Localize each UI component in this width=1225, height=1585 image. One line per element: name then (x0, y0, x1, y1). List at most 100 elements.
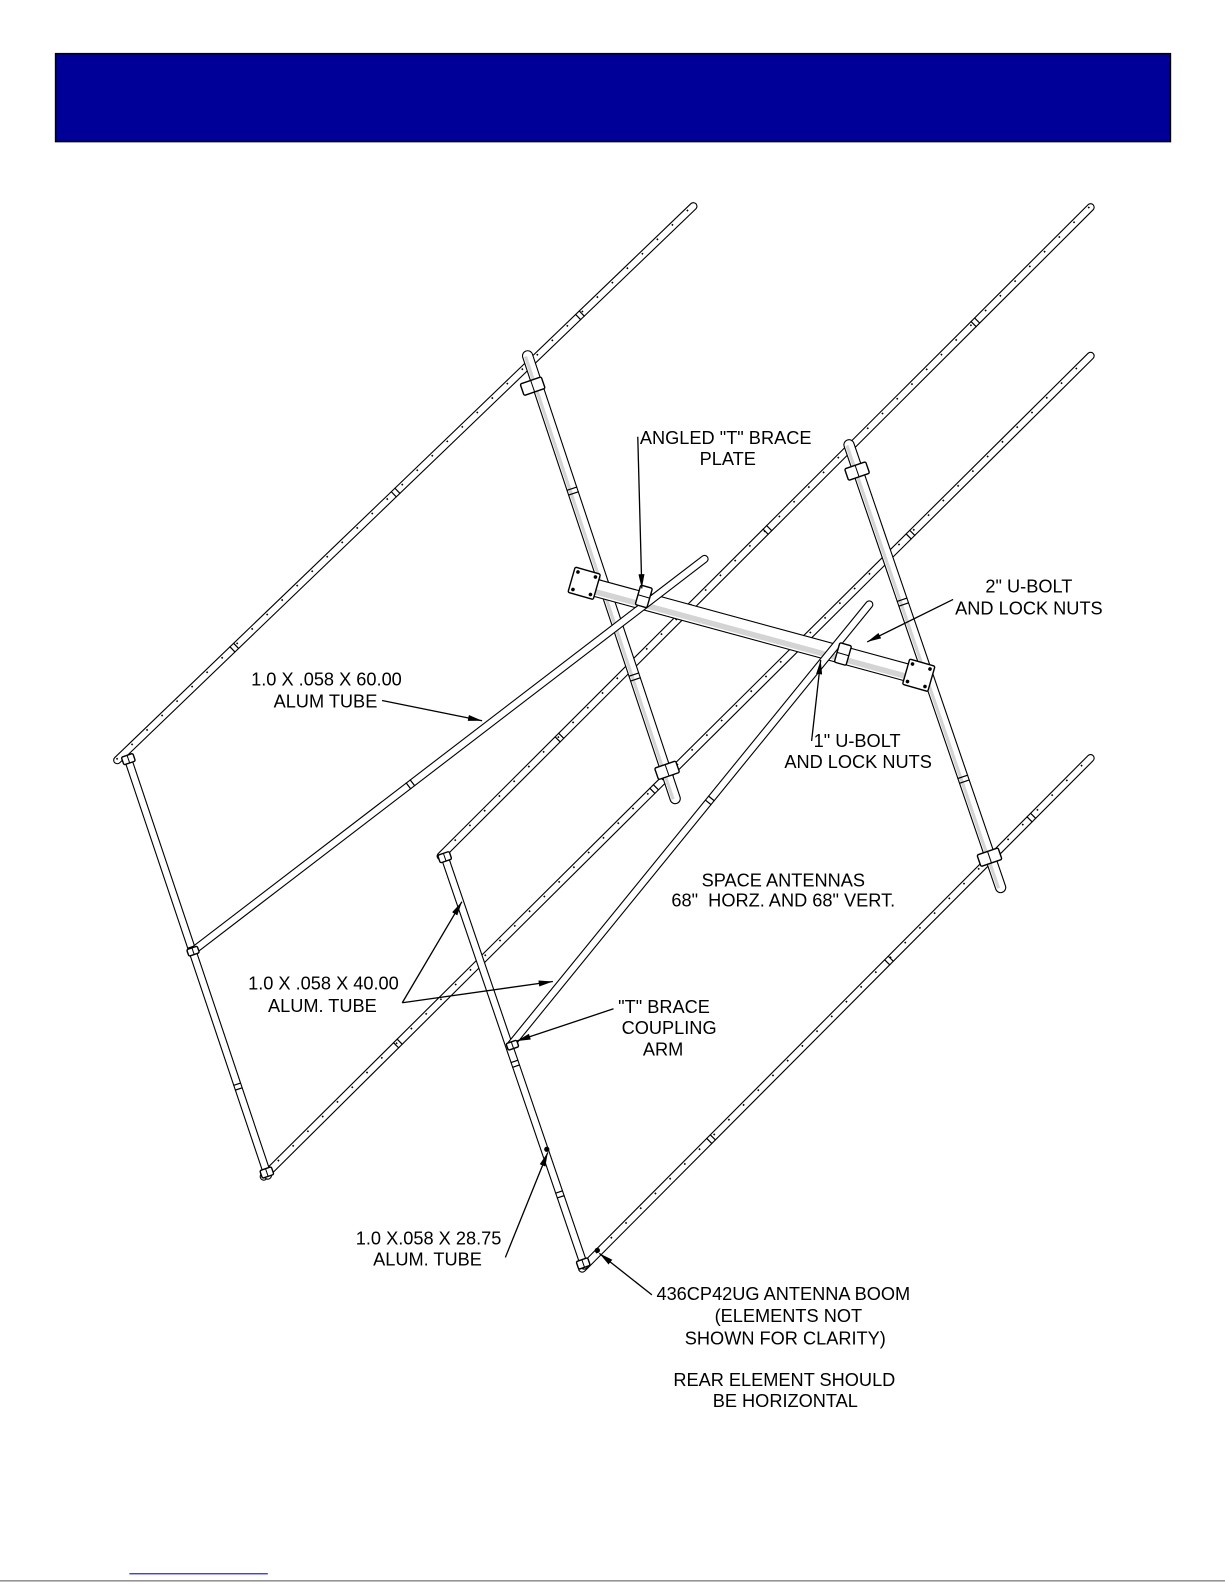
label-line: BE HORIZONTAL (713, 1391, 858, 1411)
tube-joint (232, 642, 240, 650)
tube-joint (628, 672, 640, 677)
tube-joint (394, 487, 401, 495)
label-tube-40: 1.0 X .058 X 40.00 ALUM. TUBE (248, 974, 399, 1016)
mast-frame-left (124, 756, 272, 1180)
label-1in-u-bolt: 1" U-BOLT AND LOCK NUTS (784, 731, 932, 772)
tube-joint (578, 310, 586, 317)
tube-joint (898, 602, 910, 607)
boom-mast-clamp-upper-right (844, 461, 870, 481)
angled-t-brace-plate (634, 584, 653, 609)
clamp-seam (637, 594, 650, 599)
tube-joint (557, 732, 565, 740)
tube-joint (1026, 816, 1033, 823)
header-bar (54, 52, 1172, 143)
tube-joint (234, 1087, 243, 1091)
tube-joint (574, 313, 582, 321)
tube-joint (392, 1041, 400, 1049)
crossarm-plate-right (902, 658, 936, 692)
clamp-seam (442, 853, 447, 862)
tube-joint (229, 646, 236, 653)
tube-joint (556, 1194, 565, 1199)
clamp-body (567, 566, 601, 600)
label-line: PLATE (700, 449, 756, 469)
leader-1in-u-bolt (810, 660, 823, 742)
label-line: (ELEMENTS NOT (715, 1306, 863, 1326)
clamp-seam (581, 1259, 585, 1268)
tube-joint (396, 1038, 403, 1045)
tube-joint (709, 1134, 717, 1141)
label-antenna-spacing: SPACE ANTENNAS 68" HORZ. AND 68" VERT. (671, 870, 895, 910)
boom-upper-right (436, 203, 1095, 861)
clamp-seam (854, 465, 860, 477)
leader-tube-28-75 (504, 1152, 549, 1258)
label-line: SPACE ANTENNAS (702, 870, 865, 890)
label-line: ALUM. TUBE (373, 1250, 482, 1270)
clamp-seam (191, 947, 195, 955)
tube-joint (512, 1064, 521, 1069)
tube-joint (762, 528, 769, 536)
brace-tube-40 (507, 600, 874, 1049)
clamp-body (902, 658, 936, 692)
tube-body (191, 555, 708, 954)
t-brace-coupling-right (505, 1039, 520, 1051)
tube-joint (390, 490, 398, 498)
tube-body (579, 755, 1094, 1272)
label-line: COUPLING (622, 1018, 717, 1038)
tube-joint (629, 677, 641, 682)
antenna-stacking-frame-drawing (113, 202, 1095, 1273)
tube-joint (704, 799, 712, 806)
end-clamp-lower-right (575, 1257, 591, 1270)
label-line: 68" HORZ. AND 68" VERT. (671, 891, 895, 911)
leader-2in-u-bolt (866, 598, 954, 643)
end-clamp-lower-left (259, 1166, 275, 1179)
tube-joint (1029, 812, 1037, 820)
end-clamp-upper-left (121, 753, 136, 766)
clamp-seam (265, 1168, 269, 1177)
label-line: ALUM TUBE (274, 692, 378, 712)
mast-frame-right (440, 853, 589, 1270)
label-line: "T" BRACE (618, 997, 710, 1017)
tube-joint (958, 779, 970, 784)
callout-leaders (381, 436, 954, 1296)
label-antenna-boom: 436CP42UG ANTENNA BOOM (ELEMENTS NOT SHO… (656, 1284, 910, 1348)
tube-joint (705, 1137, 713, 1145)
leader-t-brace-coupling-arm (516, 1008, 614, 1042)
tube-joint (970, 320, 977, 328)
clamp-seam (126, 755, 131, 764)
label-line: 436CP42UG ANTENNA BOOM (656, 1284, 910, 1304)
boom-mast-clamp-lower-right (976, 847, 1003, 867)
tube-joint (905, 533, 912, 540)
bolt-head (923, 684, 927, 689)
tube-joint (765, 524, 773, 532)
clamp-seam (987, 851, 992, 864)
tube-body (508, 601, 873, 1048)
tube-joint (555, 1190, 564, 1194)
bolt-head (910, 662, 915, 666)
end-clamp-upper-right (437, 851, 453, 864)
boom-mast-clamp-upper-left (519, 376, 546, 396)
tube-joint (707, 795, 715, 802)
leader-tube-40-mast (401, 901, 463, 1004)
label-angled-t-brace-plate: ANGLED "T" BRACE PLATE (640, 428, 812, 469)
tube-joint (973, 317, 981, 324)
tube-joint (233, 1082, 242, 1087)
label-line: SHOWN FOR CLARITY) (685, 1328, 886, 1348)
label-t-brace-coupling-arm: "T" BRACE COUPLING ARM (618, 997, 716, 1059)
leader-tube-40-brace (402, 980, 553, 1004)
label-line: AND LOCK NUTS (955, 599, 1103, 619)
bolt-head (588, 592, 593, 597)
tube-joint (510, 1059, 519, 1064)
u-bolt-plate-1in (833, 642, 852, 666)
label-line: 1.0 X .058 X 40.00 (248, 974, 399, 994)
label-line: ANGLED "T" BRACE (640, 428, 812, 448)
label-line: REAR ELEMENT SHOULD (673, 1370, 895, 1390)
clamp-seam (510, 1041, 515, 1049)
leader-antenna-boom (598, 1252, 653, 1296)
tube-body (114, 203, 697, 764)
boom-mast-clamp-lower-left (654, 760, 680, 780)
label-line: AND LOCK NUTS (784, 752, 932, 772)
label-line: 1.0 X .058 X 60.00 (251, 669, 402, 689)
boom-hole-marker (594, 1247, 600, 1253)
tube-joint (908, 529, 916, 537)
